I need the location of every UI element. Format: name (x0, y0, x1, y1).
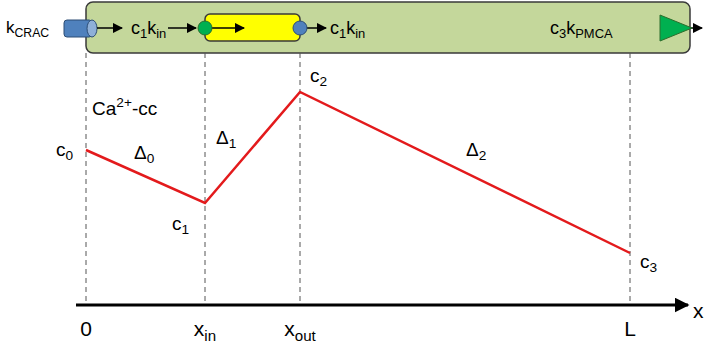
influx-arrow (97, 27, 122, 29)
label-text: c2 (310, 66, 327, 89)
guide-lines (86, 53, 630, 304)
label-text: x (693, 300, 704, 321)
label-text: xout (284, 318, 316, 343)
pmca-pump (660, 15, 692, 41)
label-text: Δ0 (134, 143, 154, 166)
label-text: c3kPMCA (550, 19, 613, 41)
organelle (205, 14, 300, 41)
label-text: c0 (56, 140, 73, 163)
label-text: xin (194, 318, 216, 343)
label-text: L (624, 318, 636, 339)
cell-body (86, 2, 690, 53)
label-text: kCRAC (6, 19, 49, 39)
concentration-profile (86, 92, 630, 253)
label-text: Δ1 (216, 128, 236, 151)
crac-channel (64, 20, 97, 37)
label-text: Δ2 (466, 140, 486, 163)
label-text: c3 (640, 252, 657, 275)
label-text: c1kin (330, 19, 365, 41)
label-text: Ca2+-cc (92, 96, 157, 118)
uptake-transporter (198, 21, 212, 35)
release-channel (293, 21, 307, 35)
label-text: c1 (172, 214, 189, 237)
x-axis (76, 304, 688, 307)
flux-arrow (168, 27, 196, 29)
label-text: c1kin (131, 19, 166, 41)
uptake-arrow (211, 27, 244, 29)
label-text: 0 (80, 318, 92, 339)
